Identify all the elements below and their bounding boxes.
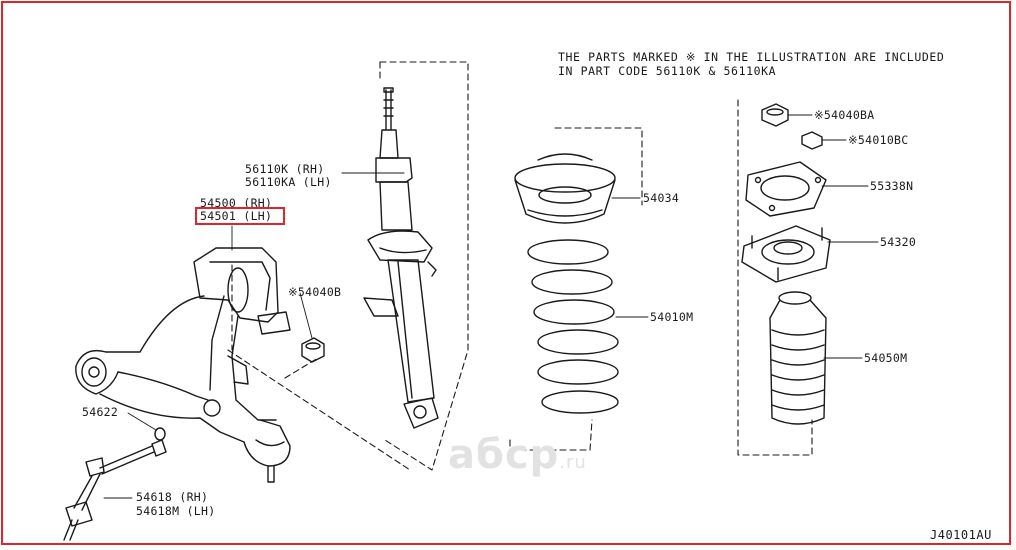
label-nut-small[interactable]: ※54010BC — [848, 133, 909, 147]
top-nut — [761, 103, 789, 127]
label-nut-mid[interactable]: ※54040B — [288, 285, 342, 299]
parts-note-line2: IN PART CODE 56110K & 56110KA — [558, 64, 777, 78]
label-nut-top[interactable]: ※54040BA — [814, 108, 875, 122]
upper-mount — [514, 153, 616, 224]
leader-lines — [103, 114, 879, 499]
bump-stop — [769, 291, 827, 425]
label-link-lh[interactable]: 54618M (LH) — [136, 504, 216, 518]
mid-nut — [301, 337, 325, 363]
watermark-suffix: .ru — [559, 452, 587, 473]
label-upper-mount[interactable]: 54034 — [643, 191, 680, 205]
diagram-code: J40101AU — [930, 528, 992, 542]
label-coil-spring[interactable]: 54010M — [650, 310, 694, 324]
label-bolt[interactable]: 54622 — [82, 405, 119, 419]
label-strut-lh[interactable]: 56110KA (LH) — [245, 175, 332, 189]
mounting-plate — [745, 161, 827, 217]
coil-spring — [527, 239, 619, 414]
label-arm-lh[interactable]: 54501 (LH) — [200, 209, 273, 223]
watermark-logo: aбcp.ru — [448, 432, 587, 478]
small-nut — [801, 131, 823, 150]
label-bump-stop[interactable]: 54050M — [864, 351, 908, 365]
strut-insulator — [741, 225, 831, 283]
lower-control-arm — [75, 247, 291, 483]
stabilizer-link — [63, 457, 105, 541]
label-link-rh[interactable]: 54618 (RH) — [136, 490, 209, 504]
label-strut-rh[interactable]: 56110K (RH) — [245, 162, 325, 176]
parts-note-line1: THE PARTS MARKED ※ IN THE ILLUSTRATION A… — [558, 50, 945, 64]
shock-absorber-strut — [363, 87, 439, 429]
label-plate[interactable]: 55338N — [870, 179, 914, 193]
label-arm-rh[interactable]: 54500 (RH) — [200, 196, 273, 210]
highlight-box — [195, 207, 285, 225]
bolt — [99, 427, 167, 475]
watermark-main: aбcp — [448, 432, 560, 478]
assembly-guide-lines — [227, 61, 813, 471]
label-insulator[interactable]: 54320 — [880, 235, 917, 249]
